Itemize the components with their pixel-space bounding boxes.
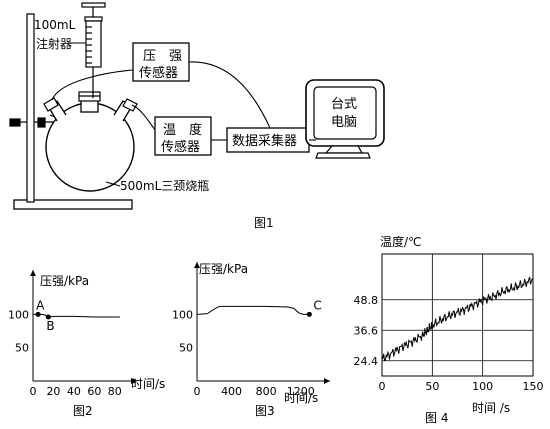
y-tick-label: 100 (172, 308, 193, 321)
flask-label: 500mL三颈烧瓶 (120, 179, 209, 193)
x-tick-label: 0 (379, 380, 386, 393)
figure2-pressure-chart: 0 20 40 60 80 50 100 压强/kPa 时间/s 图2 AB (8, 270, 165, 418)
computer-label-line1: 台式 (331, 97, 357, 112)
figure-caption: 图2 (73, 404, 93, 418)
stand-base (13, 199, 133, 210)
series-line (381, 276, 534, 361)
pressure-sensor-box (132, 42, 190, 82)
y-tick-label: 24.4 (354, 355, 379, 368)
stand-rod (26, 13, 35, 203)
point-label-b: B (46, 319, 54, 333)
flask-label-leader (105, 181, 121, 187)
figure4-temperature-chart: 0 50 100 150 24.4 36.6 48.8 温度/℃ 时间 /s 图 4 (354, 234, 544, 425)
data-point-a (35, 311, 41, 317)
temperature-sensor-line1: 温 度 (163, 122, 202, 138)
plot-frame (381, 253, 534, 377)
temperature-sensor-box (154, 116, 212, 156)
x-tick-label: 1200 (287, 385, 315, 398)
series-line (33, 313, 120, 318)
computer-monitor (305, 79, 385, 159)
y-axis-label: 温度/℃ (380, 234, 422, 249)
x-axis-label: 时间 /s (472, 401, 510, 415)
point-label-a: A (36, 298, 45, 312)
wires (51, 61, 316, 141)
y-axis-arrow (194, 262, 200, 268)
syringe (81, 2, 106, 98)
series-line (196, 305, 310, 315)
x-axis-arrow (131, 378, 137, 384)
apparatus-figure: 100mL 注射器 压 强 传感器 温 度 传感器 数据采集器 台式 电脑 (9, 2, 385, 230)
x-axis-arrow (324, 378, 330, 384)
x-axis-label: 时间/s (131, 377, 165, 391)
y-axis-label: 压强/kPa (40, 274, 89, 288)
figure-caption: 图 4 (425, 411, 448, 425)
figure3-pressure-chart: 0 400 800 1200 50 100 压强/kPa 时间/s 图3 C (172, 262, 330, 418)
figure-caption: 图3 (255, 404, 275, 418)
syringe-label-line1: 100mL (34, 18, 76, 32)
y-tick-label: 50 (15, 342, 29, 355)
temperature-sensor-line2: 传感器 (161, 139, 200, 155)
pressure-sensor-line2: 传感器 (139, 65, 178, 81)
x-tick-label: 80 (108, 385, 122, 398)
x-tick-label: 50 (425, 380, 439, 393)
y-tick-label: 36.6 (354, 324, 379, 337)
y-tick-label: 100 (8, 308, 29, 321)
computer-label-line2: 电脑 (331, 115, 357, 130)
x-tick-label: 0 (30, 385, 37, 398)
stoppers (43, 91, 138, 112)
x-tick-label: 150 (523, 380, 544, 393)
y-tick-label: 50 (179, 342, 193, 355)
x-tick-label: 60 (87, 385, 101, 398)
point-label-c: C (313, 298, 321, 312)
figure1-caption: 图1 (254, 216, 274, 230)
data-collector-label: 数据采集器 (232, 133, 297, 149)
x-tick-label: 20 (46, 385, 60, 398)
syringe-label-line2: 注射器 (36, 36, 72, 51)
y-tick-label: 48.8 (354, 294, 379, 307)
x-axis-label: 时间/s (284, 391, 318, 405)
data-point-c (306, 311, 312, 317)
data-point-b (45, 314, 51, 320)
x-tick-label: 800 (256, 385, 277, 398)
y-axis-label: 压强/kPa (199, 262, 248, 276)
pressure-sensor-line1: 压 强 (143, 49, 182, 64)
y-axis-arrow (30, 270, 36, 276)
data-collector-box (226, 127, 310, 153)
x-tick-label: 100 (472, 380, 493, 393)
x-tick-label: 40 (67, 385, 81, 398)
x-tick-label: 0 (194, 385, 201, 398)
x-tick-label: 400 (221, 385, 242, 398)
